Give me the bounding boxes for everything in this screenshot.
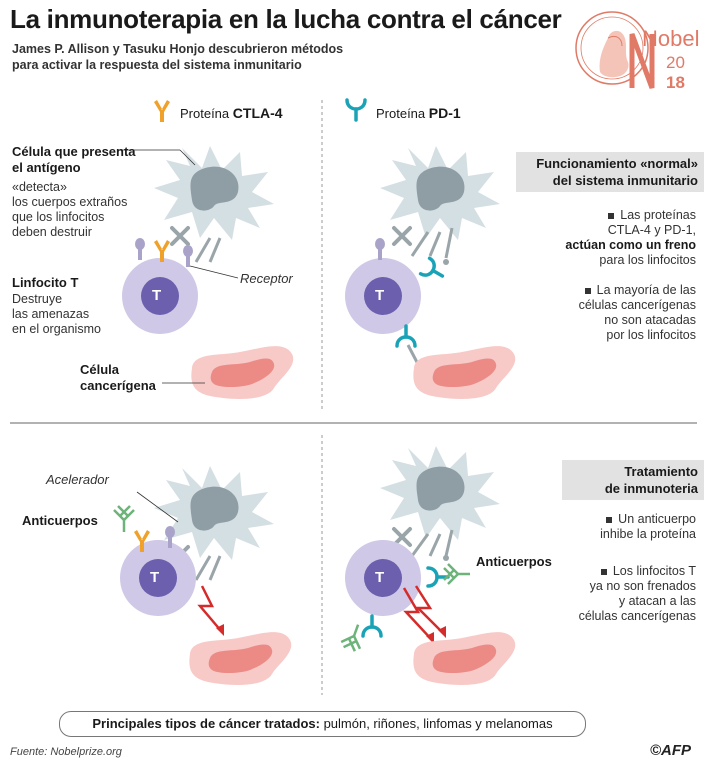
treatment-bullet-1: Un anticuerpo inhibe la proteína xyxy=(600,512,696,541)
normal-function-box: Funcionamiento «normal»del sistema inmun… xyxy=(516,152,704,192)
accelerator-label: Acelerador xyxy=(46,472,109,487)
tcell-letter-3: T xyxy=(150,569,160,586)
logo-year-bottom: 18 xyxy=(666,73,685,92)
header-pd1-name: PD-1 xyxy=(428,105,461,121)
page-title: La inmunoterapia en la lucha contra el c… xyxy=(10,4,562,34)
header-ctla4: Proteína CTLA-4 xyxy=(180,105,283,121)
treatment-bullet-2: Los linfocitos T ya no son frenados y at… xyxy=(578,564,696,623)
logo-year-top: 20 xyxy=(666,53,685,72)
subtitle-line-1: James P. Allison y Tasuku Honjo descubri… xyxy=(12,42,344,56)
receptor-label: Receptor xyxy=(240,271,293,286)
bullet-dot xyxy=(608,212,615,219)
antibodies-label-right: Anticuerpos xyxy=(476,554,552,569)
nobel-logo: Nobel 20 18 xyxy=(575,11,699,92)
cancer-types-box: Principales tipos de cáncer tratados: pu… xyxy=(59,711,586,737)
apc-description: «detecta»los cuerpos extraños que los li… xyxy=(12,180,128,239)
header-ctla4-prefix: Proteína xyxy=(180,106,230,121)
normal-bullet-2: La mayoría de las células cancerígenas n… xyxy=(578,283,696,342)
cancer-types-heading: Principales tipos de cáncer tratados: xyxy=(92,716,320,731)
tcell-letter-1: T xyxy=(152,287,162,304)
bullet-dot xyxy=(600,568,607,575)
bullet-dot xyxy=(584,287,591,294)
tcell-letter-2: T xyxy=(375,287,385,304)
normal-bullet-1: Las proteínas CTLA-4 y PD-1, actúan como… xyxy=(565,208,696,267)
header-pd1-prefix: Proteína xyxy=(376,106,426,121)
cancer-types-list: pulmón, riñones, linfomas y melanomas xyxy=(319,716,553,731)
header-pd1: Proteína PD-1 xyxy=(376,105,461,121)
tcell-letter-4: T xyxy=(375,569,385,586)
antibodies-label-left: Anticuerpos xyxy=(22,513,98,528)
subtitle-line-2: para activar la respuesta del sistema in… xyxy=(12,58,302,72)
bullet-dot xyxy=(606,516,613,523)
header-ctla4-name: CTLA-4 xyxy=(232,105,283,121)
afp-logo: ©AFP xyxy=(650,742,692,759)
source-note: Fuente: Nobelprize.org xyxy=(10,746,122,758)
tcell-title: Linfocito T xyxy=(12,275,79,290)
